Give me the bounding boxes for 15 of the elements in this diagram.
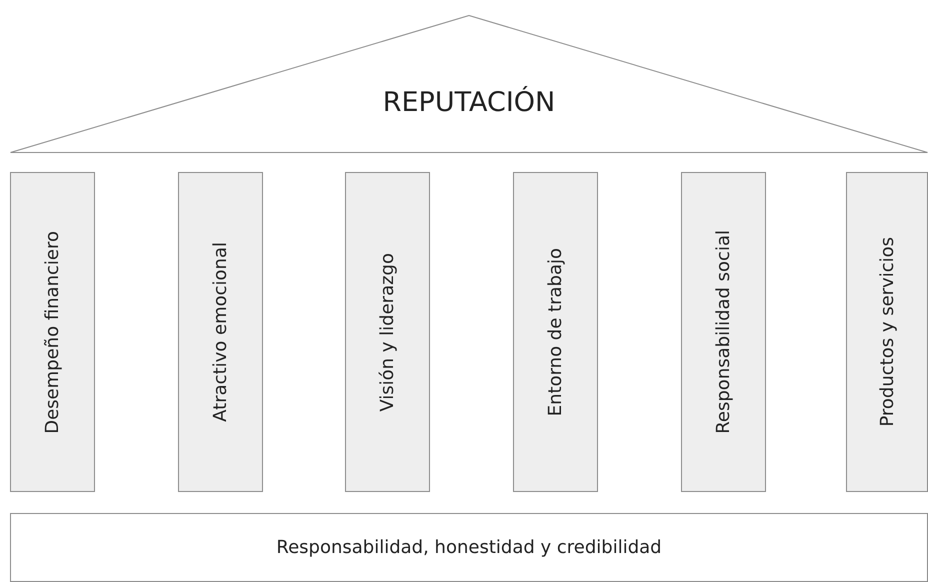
pillar-label: Responsabilidad social — [713, 230, 734, 434]
pillar-box — [10, 172, 95, 492]
pillar-label: Atractivo emocional — [210, 242, 231, 422]
pillar-box — [345, 172, 430, 492]
pillar-label: Visión y liderazgo — [377, 252, 398, 412]
pillar-label: Productos y servicios — [876, 237, 898, 427]
pillar-label: Entorno de trabajo — [545, 248, 566, 416]
base-box — [10, 513, 928, 582]
pillar-box — [178, 172, 263, 492]
roof-title: REPUTACIÓN — [382, 87, 556, 118]
base-label: Responsabilidad, honestidad y credibilidad — [276, 537, 662, 558]
pillar-box — [681, 172, 766, 492]
pillar-box — [513, 172, 598, 492]
pillar-box — [846, 172, 928, 492]
pillar-label: Desempeño financiero — [42, 230, 63, 434]
